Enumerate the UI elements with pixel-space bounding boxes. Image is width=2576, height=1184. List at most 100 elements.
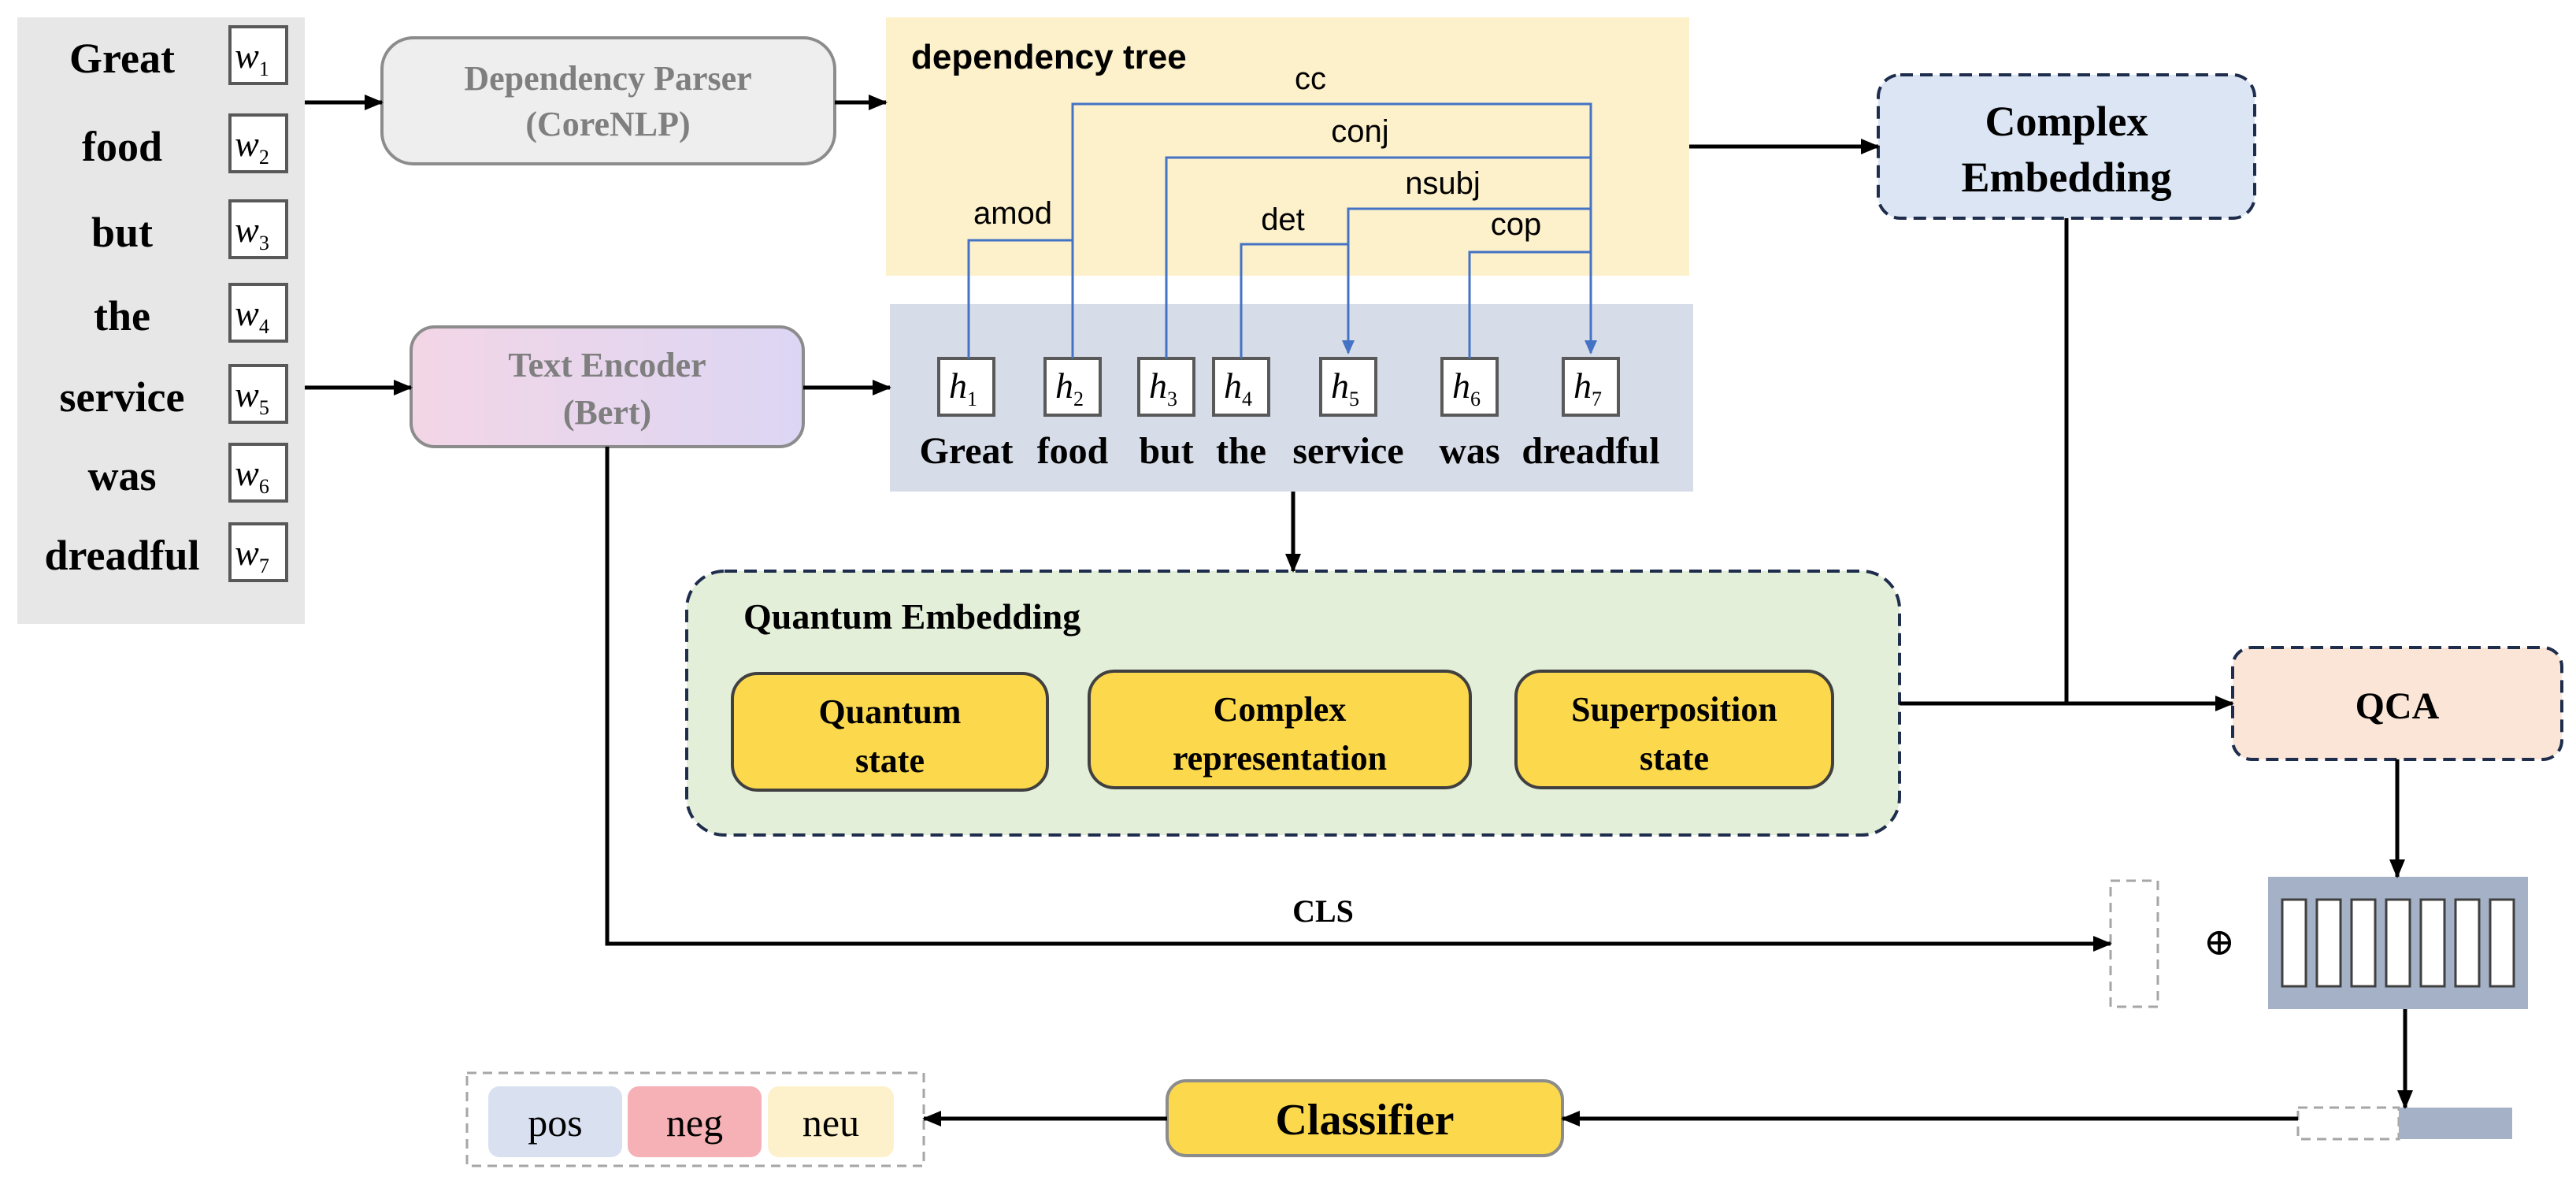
qca-box: QCA (2231, 646, 2563, 761)
input-var-box: w3 (228, 199, 288, 259)
complex-representation-line1: Complex (1214, 690, 1347, 729)
quantum-embedding-title: Quantum Embedding (743, 596, 1080, 637)
rel-cop: cop (1491, 207, 1542, 242)
classifier-label: Classifier (1275, 1096, 1454, 1145)
input-word: but (91, 209, 153, 256)
hidden-state-label: h6 (1452, 366, 1481, 410)
hidden-state-boxes: h1 h2 h3 h4 h5 h6 h7 (937, 357, 1620, 417)
quantum-state-box: Quantum state (731, 672, 1049, 792)
complex-representation-box: Complex representation (1088, 670, 1472, 789)
hidden-state-box: h4 (1212, 357, 1270, 417)
vector-cell (2315, 898, 2342, 988)
rel-conj: conj (1331, 114, 1388, 149)
input-word: was (87, 452, 156, 499)
neg-chip (628, 1086, 762, 1157)
cls-vector (2109, 879, 2159, 1008)
parser-title: Dependency Parser (464, 59, 751, 98)
vector-cell (2419, 898, 2446, 988)
vector-cell (2385, 898, 2411, 988)
dependency-parser-box: Dependency Parser (CoreNLP) (380, 36, 836, 165)
sentence-word: service (1292, 430, 1403, 472)
hidden-state-box: h1 (937, 357, 995, 417)
text-encoder-box: Text Encoder (Bert) (410, 325, 805, 448)
input-word: service (60, 373, 185, 421)
input-var-box: w4 (228, 283, 288, 343)
rel-nsubj: nsubj (1405, 166, 1481, 201)
hidden-state-label: h7 (1573, 366, 1602, 410)
input-var-box: w7 (228, 522, 288, 582)
vector-cell (2489, 898, 2515, 988)
cls-label: CLS (1292, 893, 1354, 929)
hidden-state-box: h3 (1137, 357, 1195, 417)
complex-embedding-line2: Embedding (1961, 154, 2171, 201)
input-var-label: w3 (235, 210, 269, 254)
input-var-label: w6 (235, 453, 269, 498)
complex-representation-line2: representation (1173, 739, 1387, 778)
quantum-embedding-box: Quantum Embedding Quantum state Complex … (685, 570, 1901, 837)
input-var-label: w7 (235, 533, 269, 577)
input-var-label: w4 (235, 293, 269, 338)
input-var-box: w1 (228, 25, 288, 85)
arc-cc (1071, 102, 1597, 358)
input-word: the (94, 292, 150, 340)
superposition-state-box: Superposition state (1514, 670, 1834, 789)
encoder-subtitle: (Bert) (563, 393, 651, 432)
hidden-state-label: h5 (1331, 366, 1359, 410)
pos-chip (488, 1086, 622, 1157)
input-word-list: Great w1 food w2 but w3 the w4 service w5 was w6 dre… (44, 25, 288, 582)
input-word: food (82, 123, 162, 170)
hidden-state-box: h7 (1562, 357, 1620, 417)
quantum-state-line1: Quantum (819, 692, 962, 731)
input-var-box: w2 (228, 113, 288, 173)
fused-vector (2296, 1106, 2512, 1141)
vector-cell (2281, 898, 2307, 988)
input-word: dreadful (44, 532, 199, 579)
dependency-tree-title: dependency tree (911, 38, 1187, 76)
concat-operator: ⊕ (2203, 922, 2235, 963)
hidden-state-box: h5 (1319, 357, 1377, 417)
output-labels: pos neg neu (465, 1071, 925, 1167)
output-pos: pos (528, 1100, 582, 1145)
hidden-state-box: h6 (1440, 357, 1499, 417)
parser-subtitle: (CoreNLP) (525, 105, 690, 143)
superposition-state-line2: state (1640, 739, 1709, 778)
sentence-word: dreadful (1522, 430, 1659, 472)
sentence-word: the (1216, 430, 1266, 472)
output-neg: neg (666, 1100, 723, 1145)
superposition-state-line1: Superposition (1571, 690, 1777, 729)
complex-embedding-box: Complex Embedding (1877, 73, 2256, 220)
hidden-state-box: h2 (1043, 357, 1102, 417)
hidden-state-label: h1 (949, 366, 977, 410)
dependency-arcs (967, 102, 1597, 358)
vector-cell (2350, 898, 2377, 988)
input-word: Great (69, 35, 175, 82)
arrow-cls-to-vector (605, 447, 2112, 952)
input-var-label: w5 (235, 374, 269, 419)
hidden-state-label: h4 (1224, 366, 1252, 410)
sentence-word: but (1139, 430, 1193, 472)
arrow-complex-to-qca (2064, 218, 2234, 711)
vector-cells (2281, 898, 2515, 988)
hidden-state-label: h2 (1055, 366, 1084, 410)
arc-cop (1468, 251, 1591, 358)
neu-chip (768, 1086, 894, 1157)
quantum-state-line2: state (855, 741, 925, 780)
dependency-labels: cc conj amod nsubj det cop (973, 61, 1541, 242)
encoder-title: Text Encoder (508, 346, 706, 384)
rel-det: det (1261, 202, 1305, 237)
qca-label: QCA (2355, 685, 2440, 727)
input-var-box: w5 (228, 364, 288, 424)
complex-embedding-line1: Complex (1985, 98, 2148, 145)
rel-cc: cc (1295, 61, 1326, 96)
sentence-word: Great (919, 430, 1013, 472)
dependency-tree-panel: dependency tree (886, 17, 1689, 276)
arc-nsubj (1342, 207, 1591, 354)
arc-amod (967, 239, 1073, 358)
qca-output-vector (2268, 877, 2528, 1009)
input-var-label: w2 (235, 124, 269, 169)
arc-det (1240, 243, 1348, 358)
input-var-label: w1 (235, 35, 269, 80)
